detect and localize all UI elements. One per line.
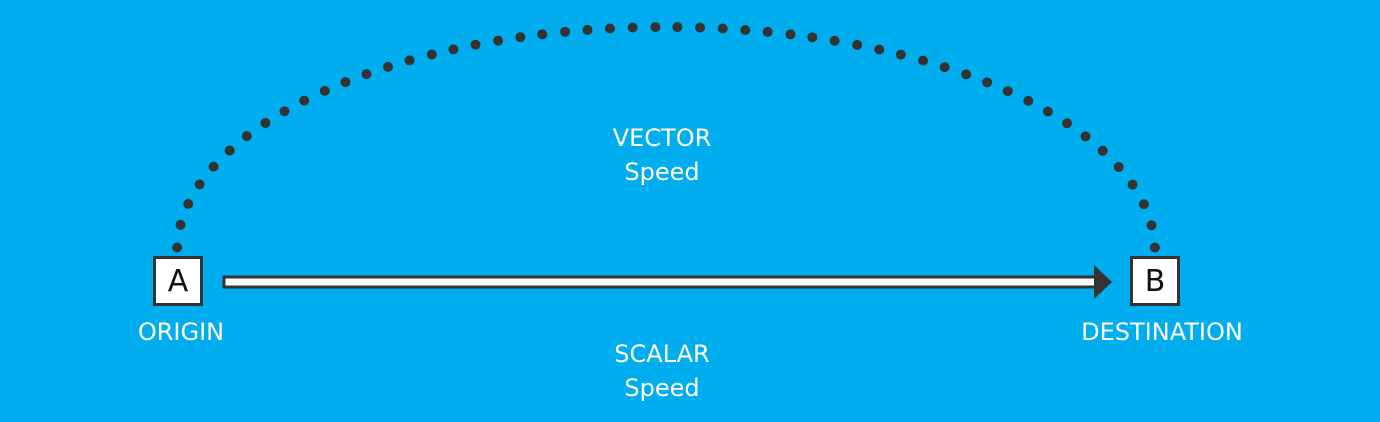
arc-dot [340,77,351,88]
arc-dot [183,198,194,209]
destination-label: DESTINATION [1081,318,1243,346]
arc-dot [224,145,235,156]
arc-dot [852,39,863,50]
arc-dot [1127,179,1138,190]
arc-dot [448,44,459,55]
arc-dot [1149,242,1160,253]
arc-dot [299,95,310,106]
arc-dot [260,117,271,128]
arc-dot [627,22,638,33]
arc-dot [961,69,972,80]
vector-title: VECTOR [612,124,712,152]
arc-dot [1042,106,1053,117]
arc-dot [1002,86,1013,97]
arc-dot [404,55,415,66]
arc-dot [672,22,683,33]
arc-dot [740,24,751,35]
scalar-title: SCALAR [614,340,710,368]
straight-arrow [222,265,1112,299]
arc-dot [1062,118,1073,129]
arc-dot [361,69,372,80]
arc-dot [1097,145,1108,156]
arc-dot [918,55,929,66]
arc-dot [241,131,252,142]
arc-dot [650,22,661,33]
arc-dot [172,242,183,253]
arc-dot [560,26,571,37]
arc-dot [175,219,186,230]
origin-box: A [153,256,203,306]
origin-letter: A [167,263,189,299]
arc-dot [1146,220,1157,231]
vector-subtitle: Speed [624,158,700,186]
origin-label: ORIGIN [137,318,225,346]
arc-dot [537,29,548,40]
destination-box: B [1130,256,1180,306]
arc-dot [695,22,706,33]
arc-dot [208,161,219,172]
arc-dot [582,24,593,35]
arrow-head [1094,265,1112,299]
arc-dot [470,39,481,50]
destination-letter: B [1144,263,1166,299]
arc-dot [762,26,773,37]
arc-dot [785,29,796,40]
arc-dot [426,49,437,60]
dotted-arc-path [172,22,1160,253]
arc-dot [493,35,504,46]
arc-dot [895,49,906,60]
arc-dot [807,32,818,43]
arc-dot [515,32,526,43]
arrow-shaft [222,275,1098,289]
arc-dot [319,85,330,96]
arc-dot [829,35,840,46]
arc-dot [1080,131,1091,142]
arc-dot [982,77,993,88]
arc-dot [382,61,393,72]
arc-dot [1023,95,1034,106]
arc-dot [1113,161,1124,172]
arc-dot [874,44,885,55]
arc-dot [939,62,950,73]
arc-dot [194,179,205,190]
arc-dot [717,23,728,34]
scalar-subtitle: Speed [624,374,700,402]
arc-dot [279,106,290,117]
arc-dot [1138,199,1149,210]
arc-dot [605,23,616,34]
